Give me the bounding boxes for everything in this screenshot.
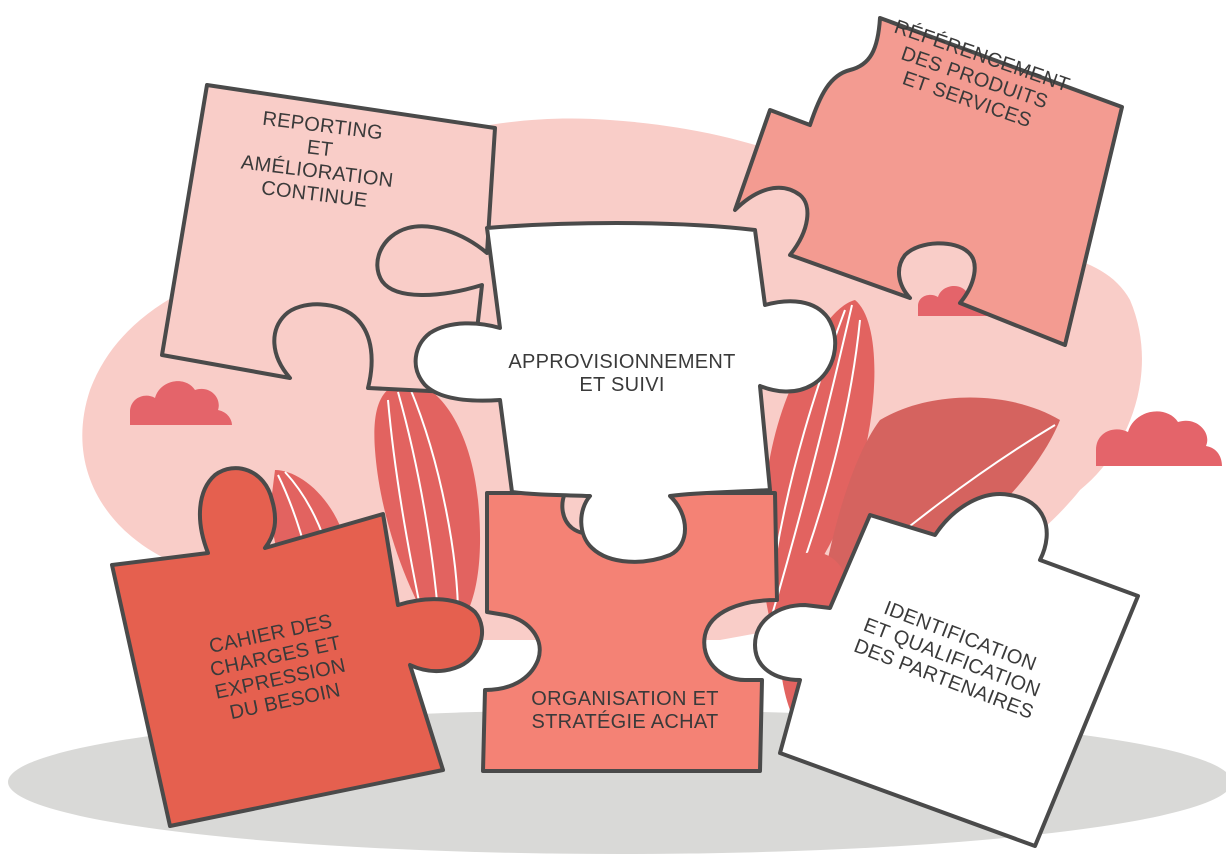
piece-label-reporting: REPORTINGETAMÉLIORATIONCONTINUE — [237, 106, 400, 215]
leaf-decoration — [761, 300, 875, 620]
piece-label-line: STRATÉGIE ACHAT — [531, 710, 718, 733]
piece-label-line: ORGANISATION ET — [531, 688, 718, 710]
puzzle-piece-identification — [753, 492, 1140, 848]
puzzle-piece-approvisionnement — [413, 221, 838, 564]
piece-label-line: ET SUIVI — [579, 374, 664, 396]
piece-label-line: APPROVISIONNEMENT — [508, 351, 735, 373]
cloud-icon — [130, 381, 232, 425]
piece-label-line: ET — [306, 136, 335, 161]
puzzle-piece-reporting — [160, 83, 497, 395]
cloud-icon — [1096, 411, 1222, 466]
puzzle-piece-referencement — [733, 16, 1124, 347]
puzzle-piece-cahier — [110, 466, 485, 828]
